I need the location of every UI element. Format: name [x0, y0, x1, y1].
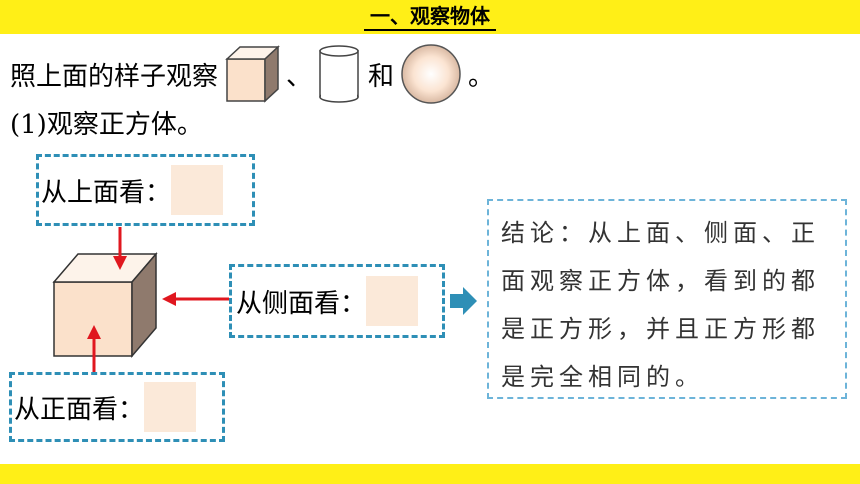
- intro-prefix: 照上面的样子观察: [10, 61, 219, 92]
- conclusion-line: 是正方形，并且正方形都: [501, 315, 820, 343]
- intro-separator: 、: [286, 61, 313, 92]
- side-arrow: [162, 292, 229, 306]
- front-view-label: 从正面看：: [14, 394, 145, 425]
- top-arrow: [113, 227, 127, 270]
- top-view-box: 从上面看：: [36, 154, 255, 226]
- top-view-label: 从上面看：: [41, 177, 172, 208]
- top-view-square: [171, 165, 224, 215]
- front-view-box: 从正面看：: [9, 372, 225, 442]
- intro-line: 照上面的样子观察 、 和 。: [10, 42, 494, 106]
- cylinder-icon: [319, 45, 359, 103]
- front-view-square: [144, 382, 197, 432]
- cube-icon: [52, 251, 158, 359]
- conclusion-line: 结论：从上面、侧面、正: [501, 219, 820, 247]
- conclusion-line: 面观察正方体，看到的都: [501, 267, 820, 295]
- pointer-arrow-icon: [450, 287, 477, 315]
- conclusion-box: 结论：从上面、侧面、正 面观察正方体，看到的都 是正方形，并且正方形都 是完全相…: [487, 199, 847, 399]
- task-label: (1)观察正方体。: [10, 110, 203, 140]
- intro-conjunction: 和: [368, 61, 395, 92]
- side-view-square: [366, 276, 419, 326]
- conclusion-line: 是完全相同的。: [501, 363, 704, 391]
- page-title: 一、观察物体: [364, 3, 496, 31]
- footer-banner: [0, 464, 860, 484]
- small-cube-icon: [225, 45, 280, 103]
- side-view-label: 从侧面看：: [236, 288, 367, 319]
- front-arrow: [87, 325, 101, 372]
- side-view-box: 从侧面看：: [229, 264, 445, 338]
- header-banner: 一、观察物体: [0, 0, 860, 34]
- sphere-icon: [401, 44, 461, 104]
- intro-end: 。: [468, 61, 495, 92]
